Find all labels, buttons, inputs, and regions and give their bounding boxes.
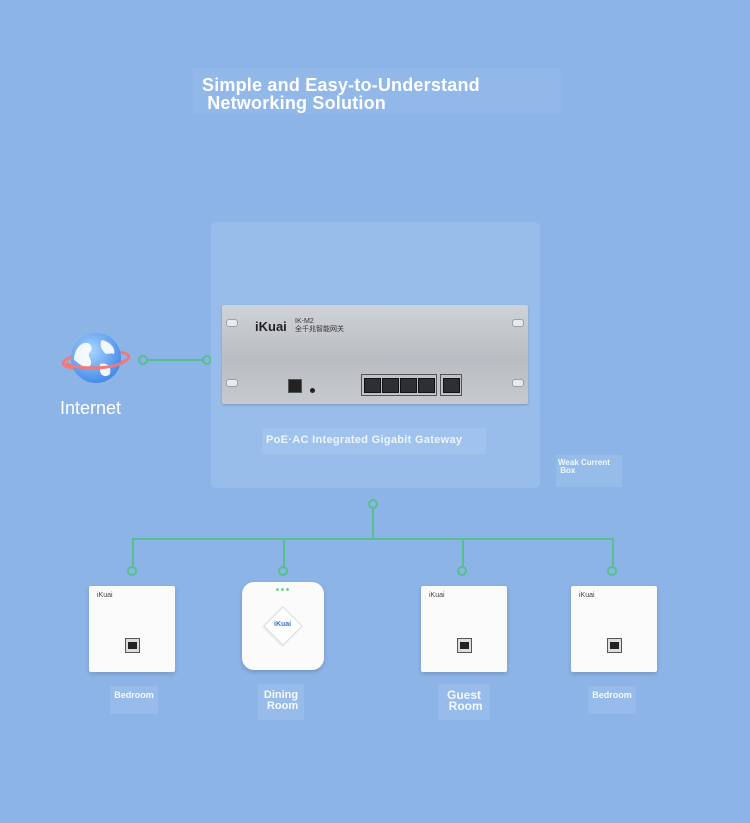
gateway-caption-background [262, 428, 486, 454]
weak-current-label-background [556, 455, 622, 487]
ethernet-port-icon [418, 378, 435, 393]
led-indicator [281, 588, 284, 591]
room-label-bedroom: Bedroom [114, 690, 154, 700]
mount-hole [226, 319, 238, 327]
connector-dot [138, 355, 148, 365]
connector-dot [127, 566, 137, 576]
page-title: Simple and Easy-to-Understand Networking… [202, 75, 480, 113]
ceiling-access-point: iKuai [242, 582, 324, 670]
wan-port-group [440, 374, 462, 396]
led-indicator [286, 588, 289, 591]
ethernet-port-icon [125, 638, 140, 653]
mount-hole [512, 319, 524, 327]
branch-bus-line [132, 538, 614, 540]
internet-label: Internet [60, 398, 122, 418]
globe-icon [61, 333, 131, 383]
trunk-line [372, 507, 374, 539]
room-label-guest-room: Guest Room [446, 688, 483, 713]
room-label-bedroom: Bedroom [592, 690, 632, 700]
gateway-model: IK-M2 全千兆智能网关 [295, 318, 344, 333]
led-indicator [276, 588, 279, 591]
ethernet-port-icon [382, 378, 399, 393]
panel-access-point: iKuai [421, 586, 507, 672]
gateway-device: iKuai IK-M2 全千兆智能网关 [222, 305, 528, 404]
weak-current-label: Weak Current Box [558, 458, 610, 475]
branch-line [612, 538, 614, 568]
ethernet-port-icon [607, 638, 622, 653]
device-brand: iKuai [97, 592, 113, 599]
internet-connector-line [145, 359, 207, 361]
device-brand: iKuai [274, 621, 292, 628]
room-label-background [110, 686, 158, 714]
ethernet-port-icon [364, 378, 381, 393]
room-label-background [588, 686, 636, 714]
ethernet-port-icon [400, 378, 417, 393]
mount-hole [512, 379, 524, 387]
reset-button-icon [310, 388, 315, 393]
poe-port-group [361, 374, 437, 396]
connector-dot [457, 566, 467, 576]
connector-dot [607, 566, 617, 576]
branch-line [283, 538, 285, 568]
device-brand: iKuai [429, 592, 445, 599]
room-label-dining-room: Dining Room [263, 689, 299, 712]
device-brand: iKuai [579, 592, 595, 599]
branch-line [462, 538, 464, 568]
panel-access-point: iKuai [89, 586, 175, 672]
mount-hole [226, 379, 238, 387]
room-label-background [438, 684, 490, 720]
gateway-caption: PoE·AC Integrated Gigabit Gateway [266, 434, 463, 446]
power-port-icon [288, 379, 302, 393]
title-background [193, 68, 561, 114]
room-label-background [258, 684, 304, 720]
ethernet-port-icon [457, 638, 472, 653]
gateway-brand: iKuai [255, 319, 287, 334]
panel-access-point: iKuai [571, 586, 657, 672]
branch-line [132, 538, 134, 568]
ethernet-port-icon [443, 378, 460, 393]
connector-dot [278, 566, 288, 576]
